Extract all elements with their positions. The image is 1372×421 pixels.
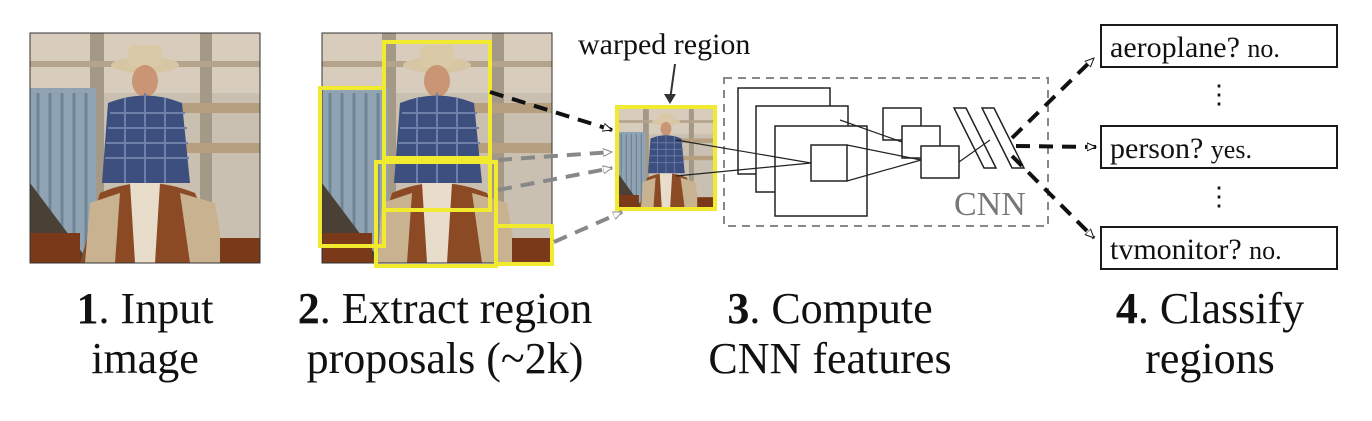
ellipsis-dots: ⋮ bbox=[1206, 80, 1232, 109]
step-title: Input bbox=[120, 284, 214, 333]
dashed-arrow bbox=[1010, 154, 1096, 240]
step-title: Classify bbox=[1159, 284, 1305, 333]
fc-layer bbox=[980, 107, 1026, 169]
warped-region-image bbox=[615, 105, 717, 211]
step-4-caption: 4. Classify regions bbox=[1080, 284, 1340, 384]
input-image bbox=[29, 32, 261, 264]
step-subtitle: CNN features bbox=[708, 334, 952, 383]
region-proposals-image bbox=[318, 32, 554, 268]
step-number: 2 bbox=[297, 284, 320, 333]
proposal-box bbox=[374, 160, 498, 268]
fc-layer bbox=[952, 107, 998, 169]
warped-label-pointer bbox=[664, 63, 676, 104]
dashed-arrow bbox=[553, 210, 622, 244]
dashed-arrow bbox=[497, 152, 612, 162]
class-box-person: person? yes. bbox=[1100, 125, 1338, 169]
class-label: tvmonitor? bbox=[1110, 233, 1242, 266]
class-label: person? bbox=[1110, 132, 1204, 165]
dashed-arrow bbox=[1010, 56, 1096, 140]
cnn-dashed-frame bbox=[723, 77, 1049, 227]
step-number: 3 bbox=[727, 284, 750, 333]
class-box-tvmonitor: tvmonitor? no. bbox=[1100, 226, 1338, 270]
step-3-caption: 3. Compute CNN features bbox=[680, 284, 980, 384]
kernel-box bbox=[810, 144, 848, 182]
class-label: aeroplane? bbox=[1110, 31, 1240, 64]
dashed-arrow bbox=[497, 168, 612, 192]
step-title: Compute bbox=[771, 284, 933, 333]
step-number: 4 bbox=[1115, 284, 1138, 333]
feature-map bbox=[920, 145, 960, 179]
cnn-label: CNN bbox=[954, 186, 1026, 223]
proposal-box bbox=[494, 224, 554, 266]
warped-region-label: warped region bbox=[578, 28, 751, 61]
step-2-caption: 2. Extract region proposals (~2k) bbox=[270, 284, 620, 384]
classify-arrows bbox=[1010, 56, 1096, 240]
step-subtitle: image bbox=[91, 334, 199, 383]
class-answer: no. bbox=[1247, 34, 1280, 63]
step-subtitle: proposals (~2k) bbox=[306, 334, 584, 383]
class-box-aeroplane: aeroplane? no. bbox=[1100, 24, 1338, 68]
proposal-box bbox=[382, 156, 492, 212]
step-1-caption: 1. Input image bbox=[30, 284, 260, 384]
step-title: Extract region bbox=[341, 284, 593, 333]
class-answer: no. bbox=[1249, 236, 1282, 265]
ellipsis-dots: ⋮ bbox=[1206, 182, 1232, 211]
step-number: 1 bbox=[76, 284, 99, 333]
class-answer: yes. bbox=[1210, 135, 1252, 164]
dashed-arrow bbox=[1015, 146, 1096, 147]
step-subtitle: regions bbox=[1145, 334, 1275, 383]
proposal-arrows bbox=[489, 90, 622, 244]
cnn-block bbox=[675, 77, 1049, 227]
